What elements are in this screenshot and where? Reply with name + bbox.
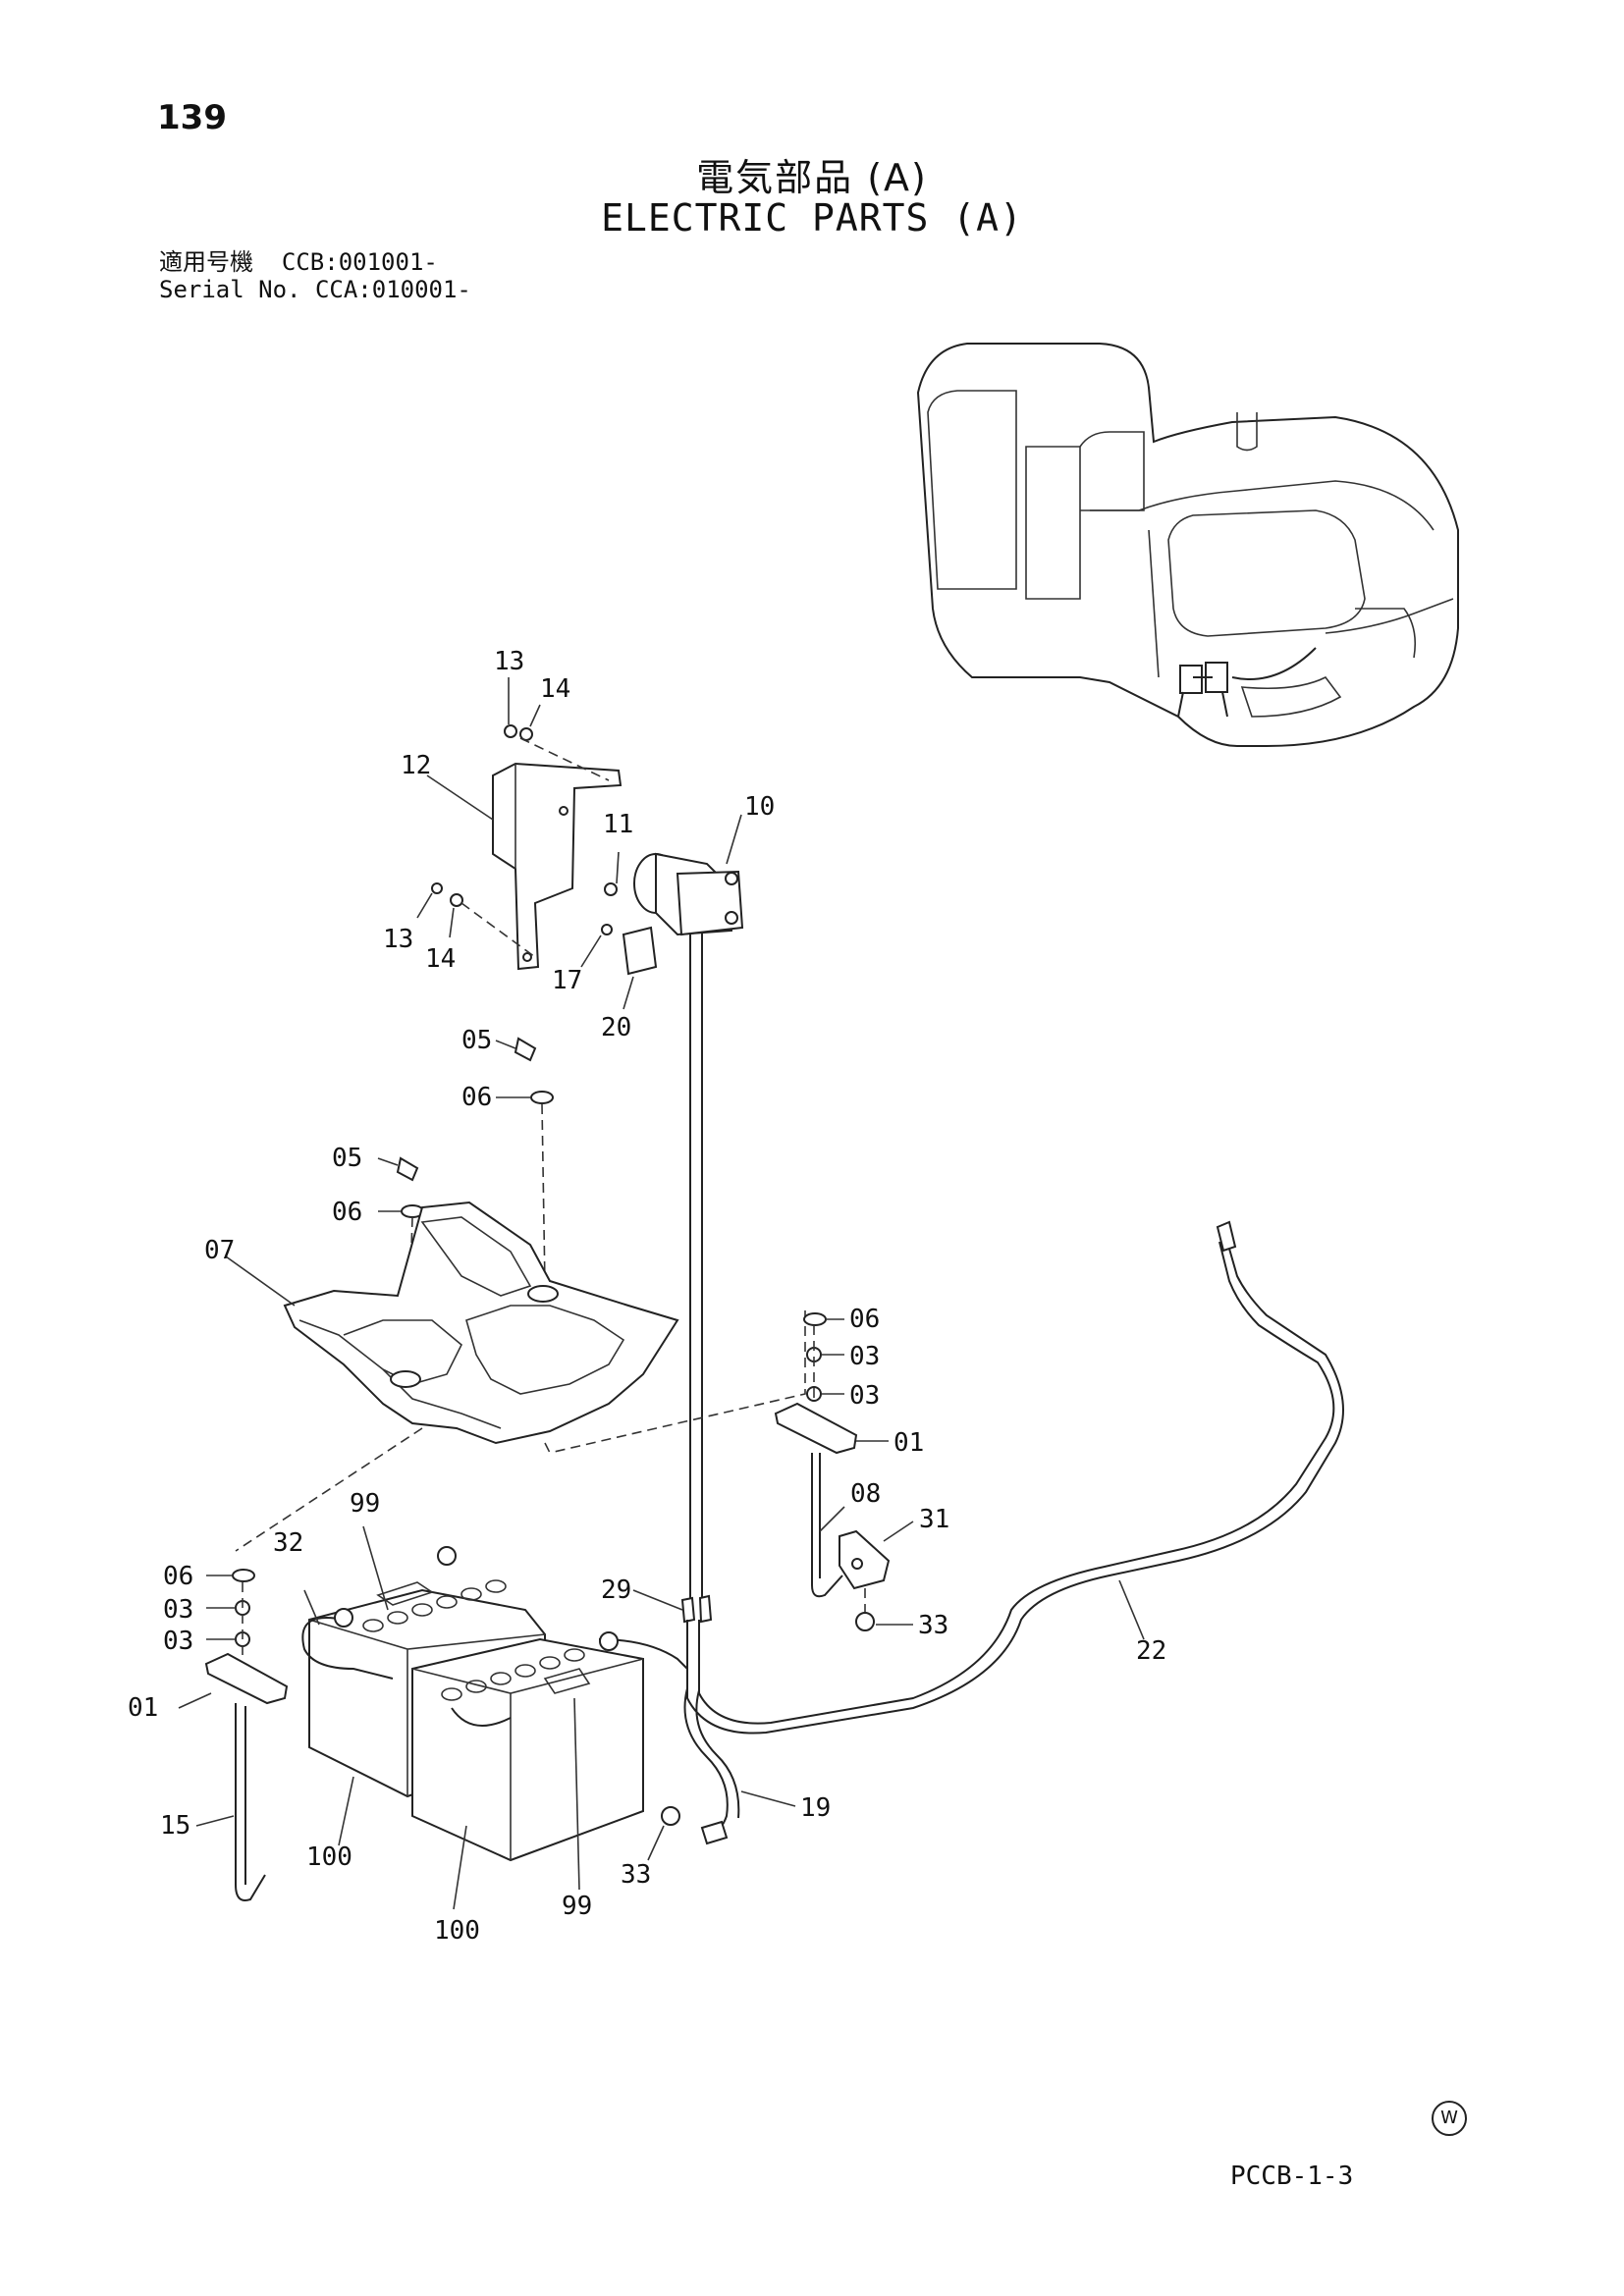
callout-03: 03 [163, 1627, 193, 1656]
battery-cables [661, 1220, 1344, 1845]
callout-01: 01 [893, 1428, 924, 1458]
callout-06: 06 [461, 1083, 492, 1112]
callout-03: 03 [163, 1595, 193, 1625]
leader-lines [178, 677, 1145, 1910]
callout-29: 29 [601, 1575, 631, 1605]
serial-line-en: Serial No. CCA:010001- [159, 276, 471, 303]
callout-05: 05 [332, 1144, 362, 1173]
title-japanese: 電気部品 (A) [696, 156, 928, 199]
callout-05: 05 [461, 1026, 492, 1055]
figure-code: PCCB-1-3 [1230, 2162, 1354, 2191]
right-hold-down-parts [774, 1312, 891, 1631]
callout-31: 31 [919, 1505, 949, 1534]
callout-19: 19 [800, 1793, 831, 1823]
callout-14: 14 [540, 674, 570, 704]
callout-17: 17 [552, 966, 582, 995]
battery-pair [301, 1546, 688, 1862]
callout-13: 13 [383, 925, 413, 954]
callout-06: 06 [163, 1562, 193, 1591]
callout-08: 08 [850, 1479, 881, 1509]
callout-33: 33 [621, 1860, 651, 1890]
callout-14: 14 [425, 944, 456, 974]
callout-01: 01 [128, 1693, 158, 1723]
callout-100: 100 [434, 1916, 480, 1946]
callout-33: 33 [918, 1611, 948, 1640]
title-english: ELECTRIC PARTS (A) [601, 196, 1023, 240]
callout-03: 03 [849, 1381, 880, 1411]
callout-labels: 13 14 12 11 10 13 14 17 20 05 06 05 06 0… [128, 647, 1166, 1946]
callout-13: 13 [494, 647, 524, 676]
machine-overview-illustration [916, 343, 1459, 747]
callout-99: 99 [562, 1892, 592, 1921]
callout-99: 99 [350, 1489, 380, 1519]
callout-20: 20 [601, 1013, 631, 1042]
callout-100: 100 [306, 1842, 352, 1872]
callout-06: 06 [332, 1198, 362, 1227]
manufacturer-mark: W [1432, 2101, 1467, 2136]
callout-32: 32 [273, 1528, 303, 1558]
bracket-assembly [431, 724, 623, 971]
callout-12: 12 [401, 751, 431, 780]
callout-15: 15 [160, 1811, 190, 1841]
left-hold-down-parts [204, 1569, 289, 1901]
callout-22: 22 [1136, 1636, 1166, 1666]
battery-holder-frame [235, 1201, 806, 1552]
callout-03: 03 [849, 1342, 880, 1371]
callout-07: 07 [204, 1236, 235, 1265]
serial-line-jp: 適用号機 CCB:001001- [159, 248, 438, 276]
serial-info: 適用号機 CCB:001001- Serial No. CCA:010001- [159, 248, 471, 303]
callout-11: 11 [603, 810, 633, 839]
callout-06: 06 [849, 1305, 880, 1334]
callout-10: 10 [744, 792, 775, 822]
page-number: 139 [157, 98, 227, 137]
battery-relay-assembly [601, 852, 744, 1620]
